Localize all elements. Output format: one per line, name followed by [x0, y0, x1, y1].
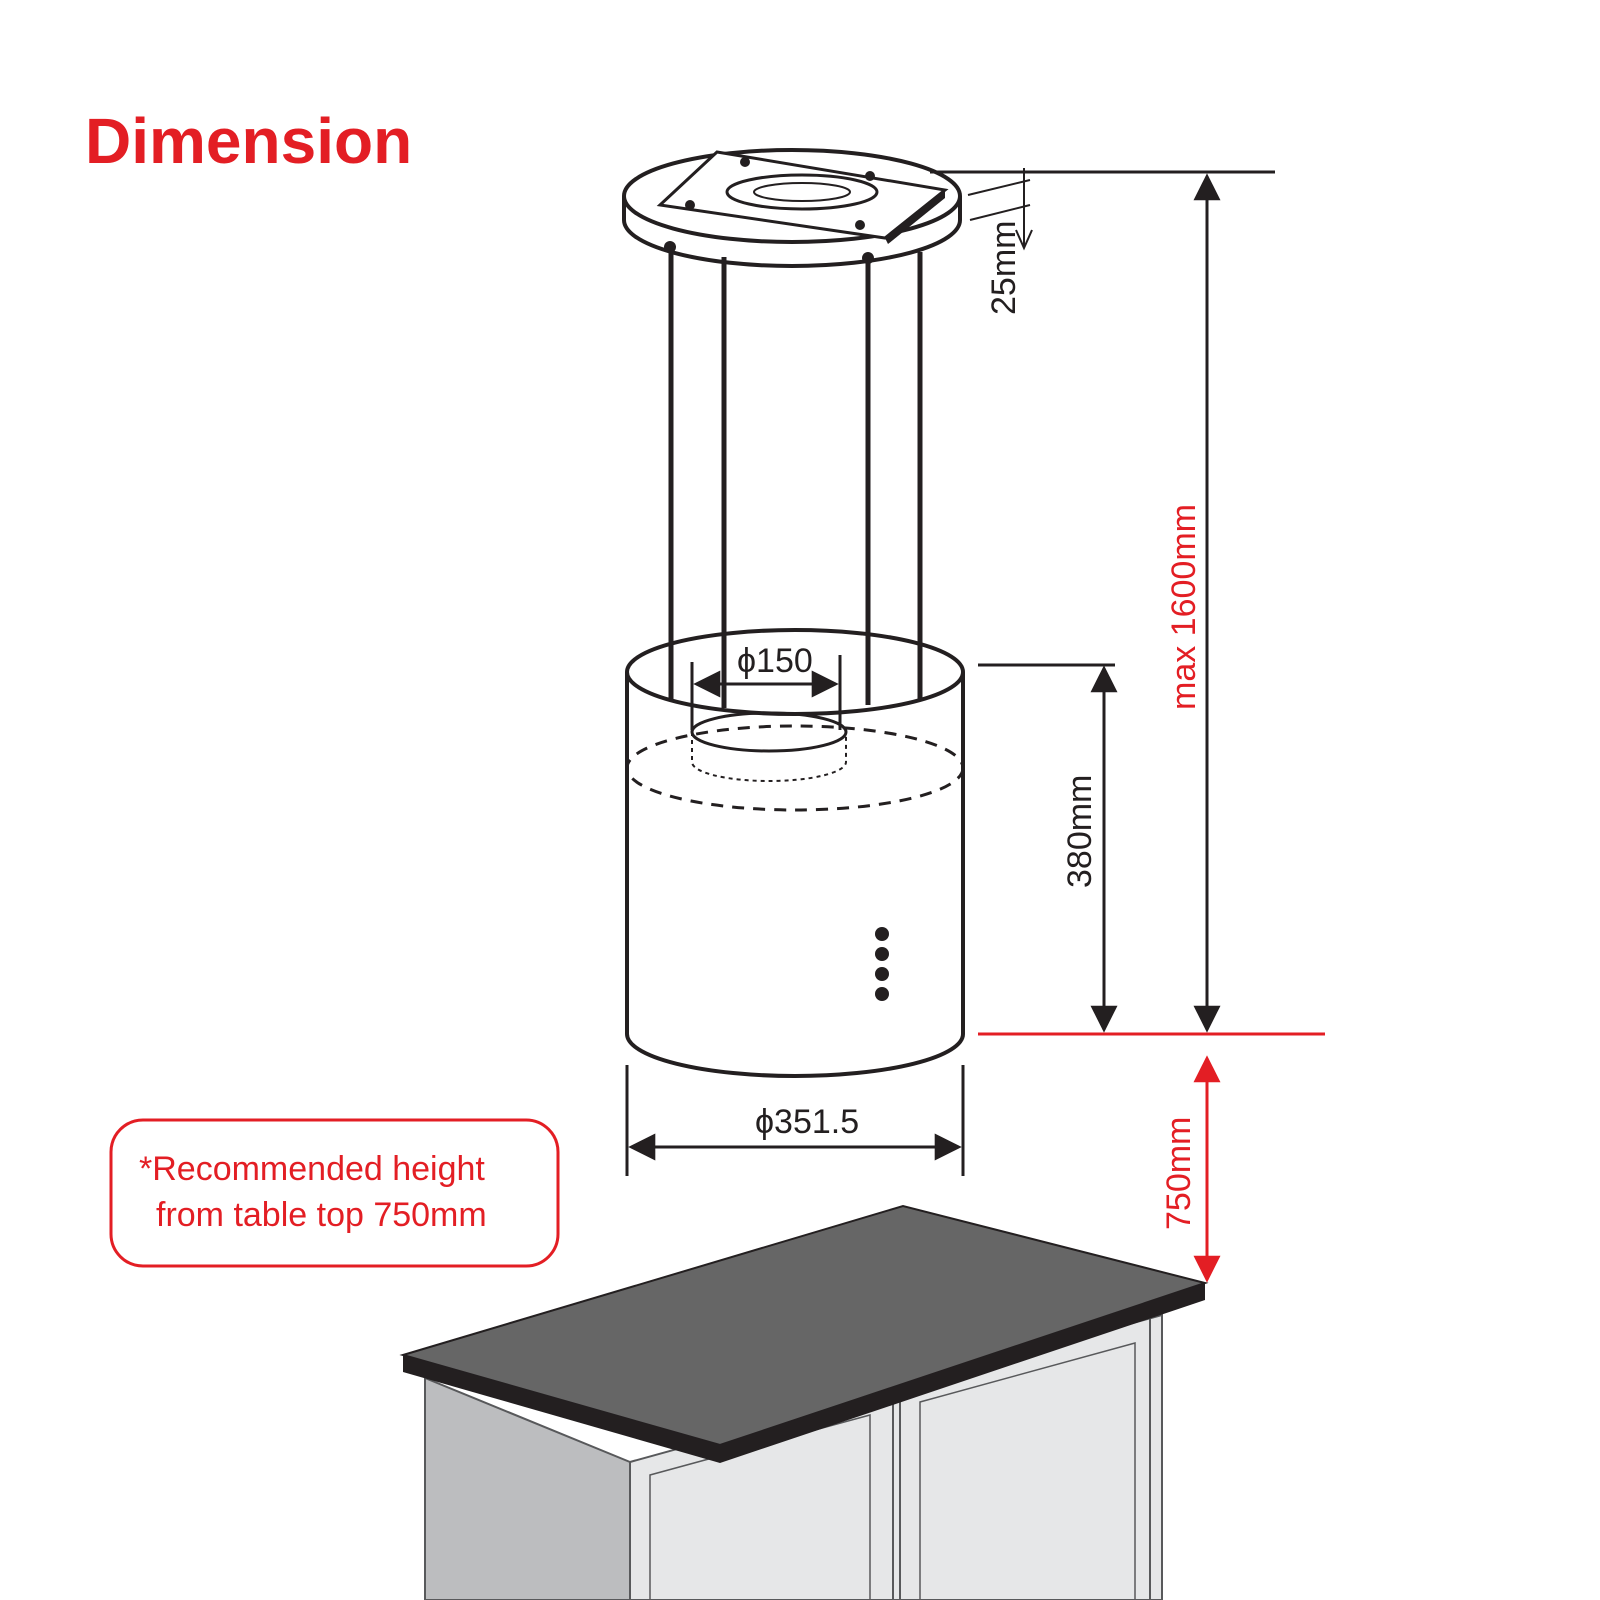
cabinet-side-panel: [424, 1376, 631, 1600]
dim-label-body-diameter: ϕ351.5: [755, 1103, 859, 1141]
dim-label-body-height: 380mm: [1061, 775, 1099, 888]
rod-mount: [664, 241, 676, 253]
note-line-1: *Recommended height: [139, 1150, 485, 1188]
bracket-outlet-inner: [753, 182, 851, 202]
control-button: [875, 927, 889, 941]
bracket-slot: [865, 171, 875, 181]
duct-collar-hidden: [691, 732, 847, 782]
note-line-2: from table top 750mm: [156, 1196, 487, 1234]
hood-side-walls: [625, 672, 965, 1078]
mounting-bracket-lip: [885, 190, 945, 244]
dim-label-25mm: 25mm: [985, 221, 1023, 315]
kitchen-island: [399, 1204, 1209, 1600]
note-box: [109, 1118, 560, 1268]
hood-inner-dashed: [625, 724, 965, 812]
dim-body-height: 380mm: [978, 663, 1118, 1033]
dim-ext-line: [967, 179, 1031, 196]
counter-top-edge-front: [720, 1283, 1205, 1463]
dim-ext-line: [969, 204, 1031, 221]
ceiling-plate-rim: [622, 196, 962, 268]
control-button: [875, 967, 889, 981]
dim-label-max-height: max 1600mm: [1165, 504, 1203, 710]
duct-collar-top: [690, 711, 848, 753]
hood-body: [625, 628, 965, 1078]
rod-mount: [862, 252, 874, 264]
suspension-rods: [668, 252, 923, 708]
bracket-slot: [685, 200, 695, 210]
control-button: [875, 987, 889, 1001]
dim-25mm: 25mm: [967, 168, 1033, 315]
dim-tick-arrow: [1015, 229, 1033, 251]
cabinet-door-frame: [919, 1342, 1136, 1600]
dim-label-duct-diameter: ϕ150: [737, 642, 813, 680]
dim-body-diameter: ϕ351.5: [625, 1065, 965, 1176]
dim-max-height: max 1600mm: [930, 170, 1275, 1033]
counter-top-edge-left: [403, 1355, 720, 1463]
page-title: Dimension: [85, 105, 412, 177]
control-button: [875, 947, 889, 961]
bracket-outlet: [725, 173, 879, 211]
dim-label-table-clearance: 750mm: [1160, 1117, 1198, 1230]
bracket-slot: [740, 157, 750, 167]
dim-duct-diameter: ϕ150: [690, 642, 842, 730]
dim-table-clearance: 750mm: [1160, 1055, 1221, 1283]
recommendation-note: *Recommended height from table top 750mm: [109, 1118, 560, 1268]
ceiling-plate: [622, 148, 962, 268]
bracket-slot: [855, 220, 865, 230]
